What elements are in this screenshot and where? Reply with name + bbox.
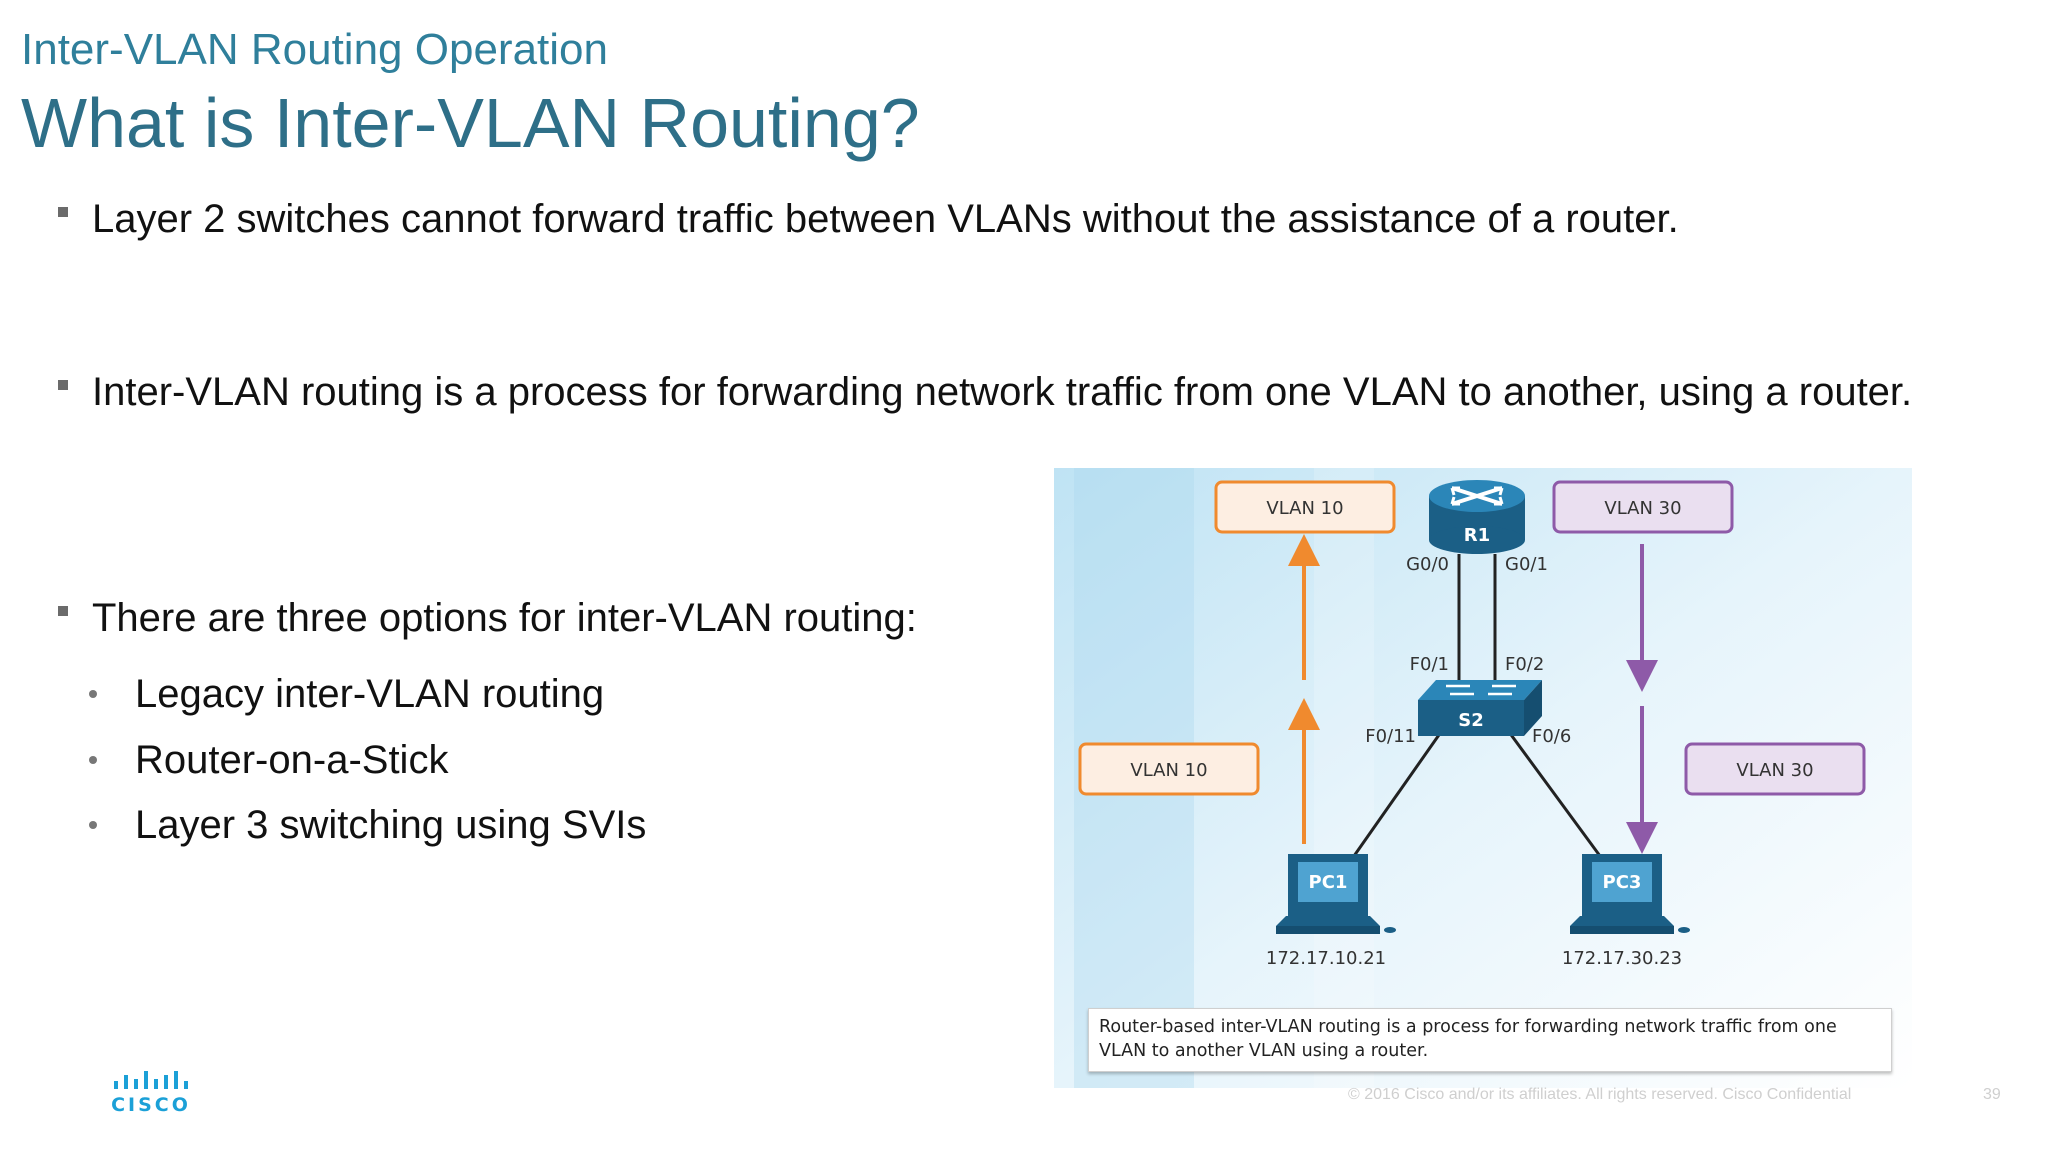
vlan30-bottom-label: VLAN 30 xyxy=(1736,760,1813,781)
diagram-caption: Router-based inter-VLAN routing is a pro… xyxy=(1088,1008,1892,1072)
switch-icon: S2 xyxy=(1418,680,1542,736)
port-f02-label: F0/2 xyxy=(1505,654,1544,675)
pc3-ip: 172.17.30.23 xyxy=(1562,948,1682,969)
sub-bullet-item: Legacy inter-VLAN routing xyxy=(89,668,605,720)
pc3-icon: PC3 xyxy=(1570,854,1690,934)
round-bullet-icon xyxy=(89,756,97,764)
port-g00-label: G0/0 xyxy=(1406,554,1449,575)
cisco-logo-text: CISCO xyxy=(112,1094,191,1115)
slide-title: What is Inter-VLAN Routing? xyxy=(21,84,920,162)
router-label: R1 xyxy=(1464,525,1490,546)
page-number: 39 xyxy=(1983,1086,2001,1103)
bullet-item: Layer 2 switches cannot forward traffic … xyxy=(58,193,1972,245)
port-g01-label: G0/1 xyxy=(1505,554,1548,575)
bullet-text: Layer 2 switches cannot forward traffic … xyxy=(92,197,1679,241)
bullet-text: Inter-VLAN routing is a process for forw… xyxy=(92,370,1913,414)
sub-bullet-text: Router-on-a-Stick xyxy=(135,738,449,782)
inter-vlan-diagram: VLAN 10 VLAN 30 VLAN 10 VLAN 30 R1 S2 xyxy=(1054,468,1912,1088)
bullet-item: There are three options for inter-VLAN r… xyxy=(58,592,1072,644)
slide-section-title: Inter-VLAN Routing Operation xyxy=(21,25,608,74)
link-s2-pc3 xyxy=(1507,731,1602,857)
pc1-ip: 172.17.10.21 xyxy=(1266,948,1386,969)
router-icon: R1 xyxy=(1429,480,1525,554)
square-bullet-icon xyxy=(58,606,68,616)
round-bullet-icon xyxy=(89,821,97,829)
sub-bullet-text: Legacy inter-VLAN routing xyxy=(135,672,605,716)
vlan30-bottom-box xyxy=(1684,742,1866,796)
sub-bullet-item: Router-on-a-Stick xyxy=(89,734,449,786)
pc3-label: PC3 xyxy=(1603,872,1642,893)
square-bullet-icon xyxy=(58,207,68,217)
port-f06-label: F0/6 xyxy=(1532,726,1571,747)
bullet-text: There are three options for inter-VLAN r… xyxy=(92,596,917,640)
port-f01-label: F0/1 xyxy=(1410,654,1449,675)
bullet-item: Inter-VLAN routing is a process for forw… xyxy=(58,366,1972,418)
square-bullet-icon xyxy=(58,380,68,390)
sub-bullet-item: Layer 3 switching using SVIs xyxy=(89,799,647,851)
pc1-icon: PC1 xyxy=(1276,854,1396,934)
copyright-notice: © 2016 Cisco and/or its affiliates. All … xyxy=(1348,1086,1852,1103)
vlan10-top-label: VLAN 10 xyxy=(1266,498,1343,519)
vlan30-top-box xyxy=(1552,480,1734,534)
switch-label: S2 xyxy=(1458,710,1484,731)
cisco-logo: CISCO xyxy=(111,1069,194,1120)
vlan10-bottom-label: VLAN 10 xyxy=(1130,760,1207,781)
vlan10-bottom-box xyxy=(1078,742,1260,796)
pc1-label: PC1 xyxy=(1309,872,1348,893)
sub-bullet-text: Layer 3 switching using SVIs xyxy=(135,803,647,847)
port-f011-label: F0/11 xyxy=(1365,726,1416,747)
vlan30-top-label: VLAN 30 xyxy=(1604,498,1681,519)
vlan10-top-box xyxy=(1214,480,1396,534)
link-s2-pc1 xyxy=(1352,731,1443,857)
round-bullet-icon xyxy=(89,690,97,698)
